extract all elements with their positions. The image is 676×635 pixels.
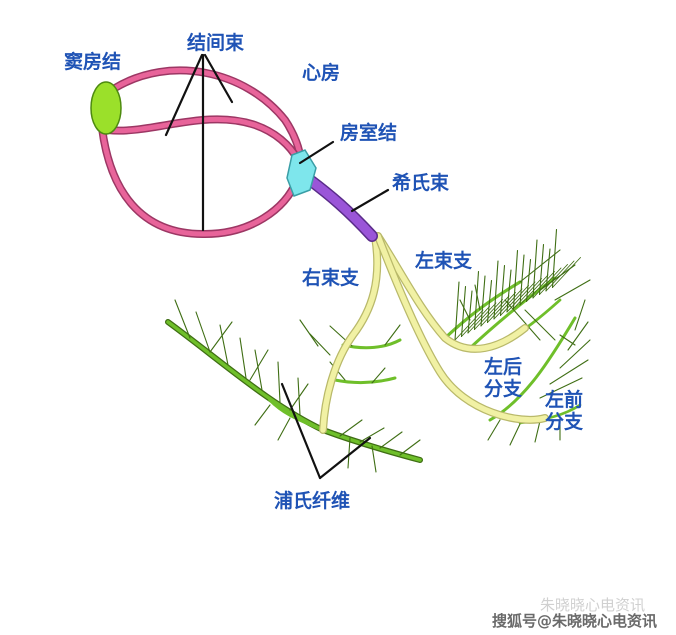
label-left-posterior-fascicle: 左后 分支 bbox=[484, 356, 522, 400]
purkinje-fiber bbox=[371, 367, 386, 384]
purkinje-fiber bbox=[499, 264, 506, 317]
purkinje-fiber bbox=[467, 290, 473, 334]
purkinje-fiber bbox=[474, 284, 481, 311]
purkinje-fiber bbox=[525, 258, 532, 303]
purkinje-fiber bbox=[239, 337, 247, 379]
purkinje-fiber bbox=[347, 437, 351, 469]
purkinje-fiber bbox=[209, 321, 233, 353]
purkinje-fiber bbox=[545, 248, 551, 292]
purkinje-trunk bbox=[166, 320, 422, 462]
label-left-anterior-fascicle: 左前 分支 bbox=[545, 389, 583, 433]
purkinje-network bbox=[165, 228, 591, 473]
watermark-source: 搜狐号@朱晓晓心电资讯 bbox=[492, 612, 658, 630]
label-his-bundle: 希氏束 bbox=[392, 172, 450, 194]
purkinje-trunk bbox=[333, 376, 397, 385]
purkinje-fiber bbox=[379, 431, 403, 449]
label-purkinje-fibers: 浦氏纤维 bbox=[274, 490, 351, 512]
bundle-branches bbox=[319, 232, 549, 434]
purkinje-fiber bbox=[504, 299, 541, 341]
purkinje-fiber bbox=[459, 299, 471, 321]
right-bundle-branch-path bbox=[319, 233, 382, 434]
purkinje-fiber bbox=[534, 420, 541, 443]
purkinje-fiber bbox=[538, 243, 545, 296]
purkinje-fiber bbox=[174, 299, 191, 339]
purkinje-fiber bbox=[551, 228, 558, 289]
label-left-posterior-line1: 左后 bbox=[484, 356, 523, 378]
purkinje-fiber bbox=[559, 334, 576, 346]
purkinje-fiber bbox=[384, 324, 401, 346]
label-right-bundle-branch: 右束支 bbox=[302, 267, 360, 289]
purkinje-fiber bbox=[539, 264, 576, 291]
atrial-tracts bbox=[98, 66, 304, 239]
purkinje-trunk bbox=[443, 280, 522, 340]
purkinje-trunk bbox=[268, 398, 325, 432]
label-left-posterior-line2: 分支 bbox=[484, 378, 523, 400]
label-left-anterior-line1: 左前 bbox=[545, 389, 584, 411]
label-atrium: 心房 bbox=[302, 62, 341, 84]
purkinje-fiber bbox=[559, 339, 591, 369]
sa-node-shape bbox=[90, 81, 122, 135]
av-node-shape bbox=[286, 149, 317, 197]
purkinje-fiber bbox=[552, 257, 581, 288]
purkinje-fiber bbox=[524, 309, 556, 341]
purkinje-fiber bbox=[519, 249, 561, 283]
purkinje-fiber bbox=[506, 269, 512, 313]
purkinje-fiber bbox=[480, 275, 486, 327]
purkinje-fiber bbox=[473, 270, 480, 331]
purkinje-fiber bbox=[574, 299, 586, 331]
purkinje-fiber bbox=[299, 319, 319, 347]
purkinje-fiber bbox=[371, 445, 377, 473]
label-sa-node: 窦房结 bbox=[64, 51, 122, 73]
purkinje-fiber bbox=[460, 285, 467, 338]
purkinje-fiber bbox=[359, 427, 385, 443]
purkinje-fiber bbox=[254, 404, 271, 426]
purkinje-fiber bbox=[277, 417, 291, 441]
label-internodal-tracts: 结间束 bbox=[187, 32, 245, 54]
purkinje-fiber bbox=[486, 279, 493, 324]
purkinje-fiber bbox=[493, 260, 499, 320]
purkinje-fiber bbox=[512, 249, 519, 310]
label-av-node: 房室结 bbox=[340, 122, 398, 144]
purkinje-fiber bbox=[509, 423, 521, 446]
purkinje-fiber bbox=[549, 359, 589, 385]
purkinje-fiber bbox=[554, 279, 591, 301]
purkinje-fiber bbox=[254, 349, 263, 391]
purkinje-trunk bbox=[165, 319, 423, 463]
purkinje-fiber bbox=[539, 377, 583, 399]
purkinje-fiber bbox=[309, 333, 331, 356]
pointer-lines bbox=[164, 53, 390, 480]
purkinje-fiber bbox=[219, 324, 229, 366]
purkinje-fiber bbox=[289, 383, 309, 411]
purkinje-fiber bbox=[339, 419, 363, 437]
purkinje-fiber bbox=[195, 311, 211, 353]
purkinje-fiber bbox=[399, 439, 421, 456]
watermark-faded: 朱晓晓心电资讯 bbox=[540, 596, 646, 614]
purkinje-fiber bbox=[249, 349, 269, 381]
purkinje-fiber bbox=[277, 361, 281, 403]
purkinje-fiber bbox=[532, 239, 538, 299]
upper-tract bbox=[111, 66, 304, 162]
purkinje-fiber bbox=[487, 419, 501, 441]
purkinje-fiber bbox=[567, 321, 589, 351]
purkinje-fiber bbox=[454, 281, 460, 341]
label-left-anterior-line2: 分支 bbox=[545, 411, 584, 433]
label-left-bundle-branch: 左束支 bbox=[415, 250, 473, 272]
